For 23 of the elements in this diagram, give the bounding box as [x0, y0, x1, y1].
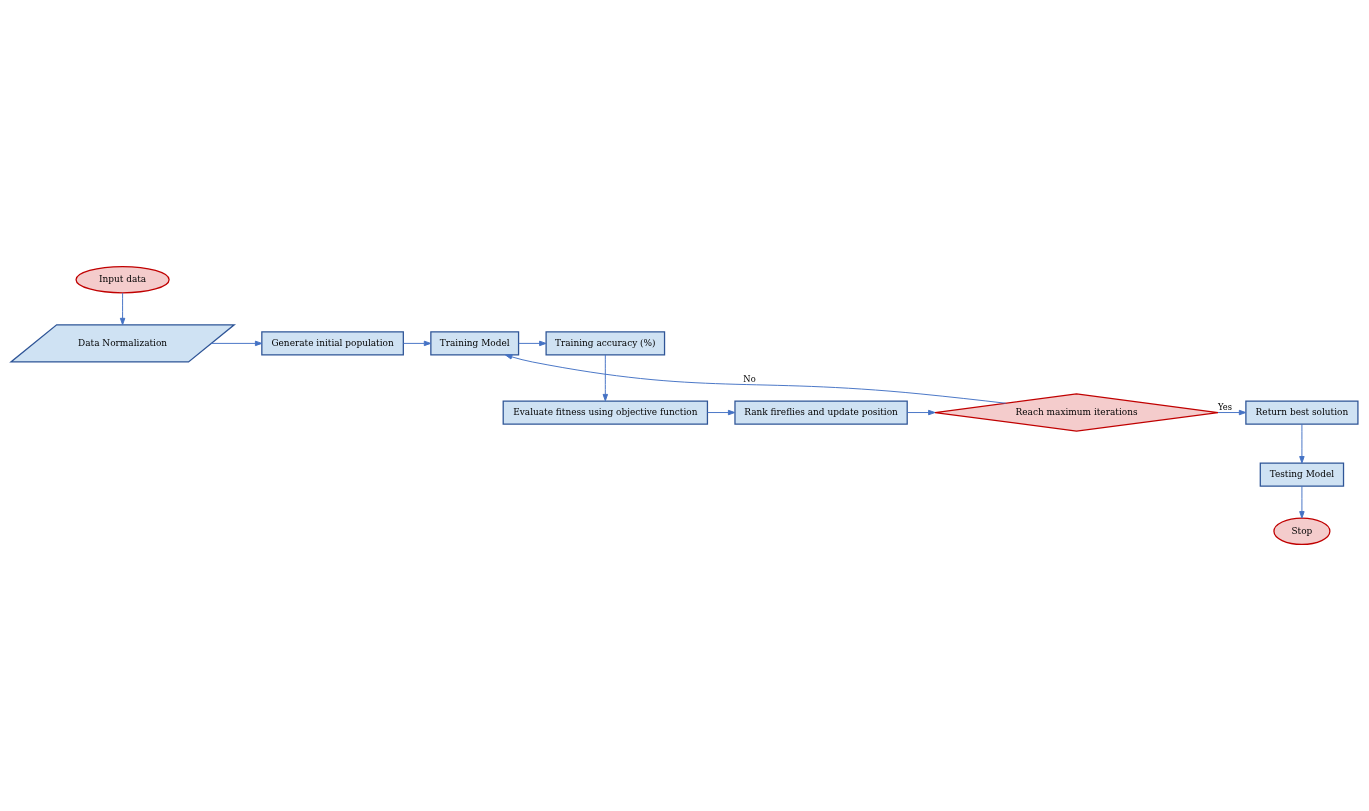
node-box: Evaluate fitness using objective function [502, 400, 709, 425]
node-box: Training accuracy (%) [545, 331, 666, 356]
node-box: Generate initial population [261, 331, 404, 356]
arrow [518, 340, 547, 347]
node-diamond: Reach maximum iterations [934, 393, 1219, 432]
arrow [1299, 423, 1305, 464]
arrow [1299, 485, 1305, 519]
arrow [602, 354, 609, 402]
node-box: Training Model [430, 331, 520, 356]
arrow [119, 292, 126, 326]
arrow [505, 354, 1007, 404]
edge-label: No [743, 374, 756, 385]
arrow [707, 409, 736, 416]
arrow [906, 409, 936, 416]
node-box: Testing Model [1259, 462, 1345, 487]
arrow [210, 340, 263, 347]
node-ellipse: Input data [75, 265, 170, 294]
arrow [1217, 409, 1247, 416]
node-box: Return best solution [1245, 400, 1359, 425]
edge-label: Yes [1217, 402, 1232, 413]
node-box: Rank fireflies and update position [734, 400, 908, 425]
node-ellipse: Stop [1273, 517, 1331, 546]
arrow [402, 340, 432, 347]
